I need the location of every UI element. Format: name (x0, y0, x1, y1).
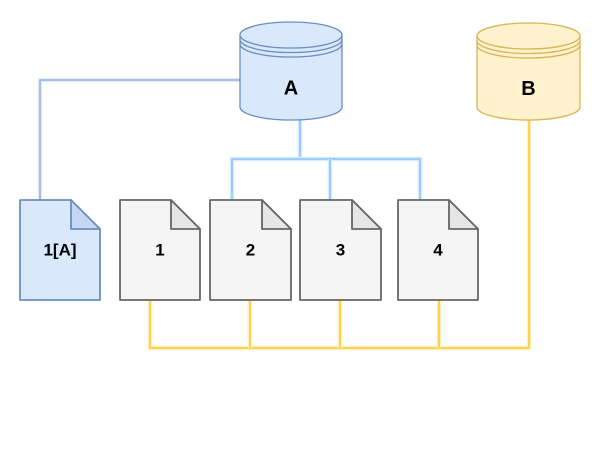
node-doc-1a: 1[A] (19, 199, 101, 301)
cylinder-ring (476, 35, 581, 50)
node-doc-4: 4 (397, 199, 479, 301)
document-fold-corner (351, 199, 382, 230)
database-cylinder-shape (476, 22, 581, 121)
node-doc-3: 3 (299, 199, 382, 301)
document-fold-corner (448, 199, 479, 230)
database-cylinder-shape (239, 21, 343, 121)
node-doc-4-label: 4 (433, 241, 443, 260)
node-doc-1a-label: 1[A] (43, 241, 76, 260)
cylinder-ring (239, 39, 343, 54)
node-doc-3-label: 3 (336, 241, 345, 260)
document-fold-corner (170, 199, 201, 230)
edge-a-to-doc1a-line (39, 79, 240, 200)
node-db-a: A (239, 21, 343, 121)
edge-a-to-doc2-doc4-halo (229, 156, 423, 200)
node-doc-1: 1 (119, 199, 201, 301)
edge-a-to-doc1a (37, 77, 240, 200)
node-db-b-label: B (521, 78, 535, 100)
edge-a-to-doc2-doc4-line (231, 158, 421, 200)
node-db-a-label: A (284, 78, 298, 100)
document-fold-corner (70, 199, 101, 230)
edge-a-to-doc2-doc4 (229, 156, 423, 200)
node-db-b: B (476, 22, 581, 121)
node-doc-2: 2 (209, 199, 292, 301)
node-doc-2-label: 2 (246, 241, 255, 260)
document-fold-corner (261, 199, 292, 230)
node-doc-1-label: 1 (155, 241, 164, 260)
cylinder-ring (239, 34, 343, 49)
edge-a-to-doc1a-halo (37, 77, 240, 200)
cylinder-ring (239, 43, 343, 58)
cylinder-ring (476, 44, 581, 59)
cylinder-ring (476, 40, 581, 55)
